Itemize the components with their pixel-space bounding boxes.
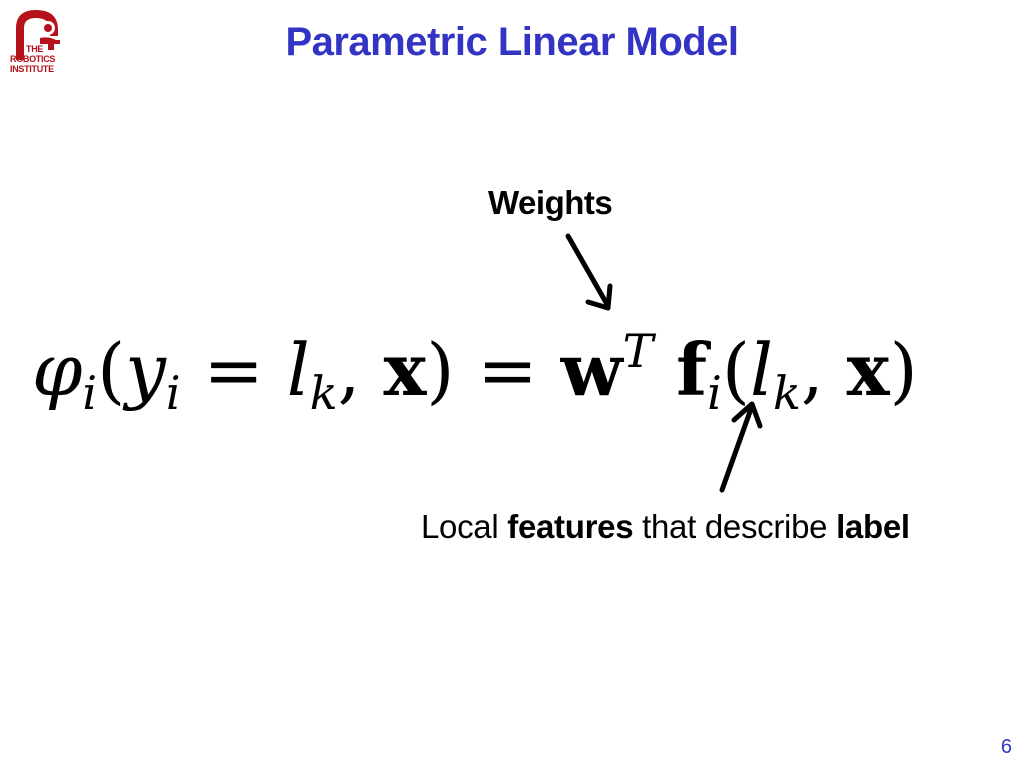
logo-text-line-1: THE — [26, 44, 44, 54]
caption-text-that-describe: that describe — [633, 508, 837, 545]
features-caption: Local features that describe label — [421, 508, 910, 546]
logo-text-line-2: ROBOTICS — [10, 54, 56, 64]
equation: φi(yi = lk, x) = wT fi(lk, x) — [32, 324, 918, 420]
logo-mark-icon — [16, 10, 60, 60]
robotics-institute-logo: THE ROBOTICS INSTITUTE — [10, 6, 66, 84]
arrow-down-to-weights-icon — [565, 233, 613, 311]
caption-text-features: features — [507, 508, 634, 545]
caption-text-local: Local — [421, 508, 508, 545]
weights-label: Weights — [488, 184, 613, 221]
page-number: 6 — [1000, 736, 1012, 758]
logo-text-line-3: INSTITUTE — [10, 64, 54, 74]
arrow-up-to-features-icon — [719, 401, 763, 493]
logo-wordmark: THE ROBOTICS INSTITUTE — [10, 44, 66, 74]
slide-title: Parametric Linear Model — [285, 20, 739, 64]
caption-text-label: label — [836, 508, 910, 545]
